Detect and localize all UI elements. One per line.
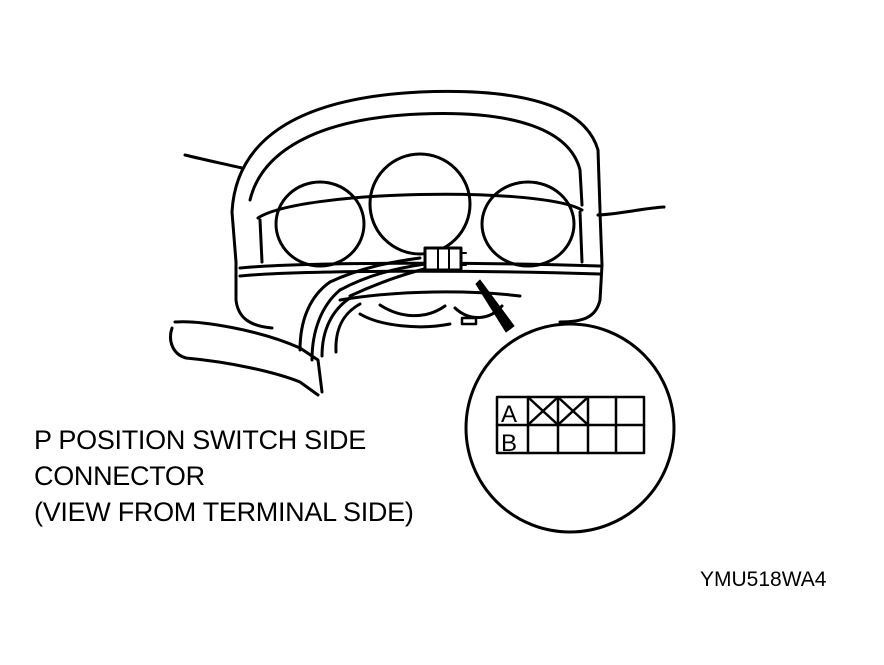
caption-line-3: (VIEW FROM TERMINAL SIDE) — [34, 497, 414, 527]
connector-caption: P POSITION SWITCH SIDE CONNECTOR (VIEW F… — [34, 422, 414, 530]
unused-terminal-marks — [528, 397, 588, 425]
connector-callout: A B — [464, 322, 676, 534]
instrument-cluster — [230, 192, 604, 330]
caption-line-2: CONNECTOR — [34, 461, 205, 491]
left-gauge — [274, 180, 366, 268]
center-gauge — [368, 152, 472, 256]
terminal-grid — [495, 395, 646, 455]
wiring-harness — [328, 256, 430, 298]
right-gauge — [480, 180, 576, 268]
steering-column — [169, 280, 362, 397]
callout-circle — [464, 322, 676, 534]
row-b-label: B — [501, 430, 517, 457]
row-a-label: A — [501, 401, 517, 428]
dashboard-hood — [183, 89, 666, 217]
caption-line-1: P POSITION SWITCH SIDE — [34, 425, 366, 455]
gauges — [274, 152, 576, 268]
connector-plug — [423, 246, 467, 272]
lower-panel — [238, 261, 602, 329]
figure-code: YMU518WA4 — [700, 568, 827, 591]
callout-pointer — [475, 279, 515, 333]
